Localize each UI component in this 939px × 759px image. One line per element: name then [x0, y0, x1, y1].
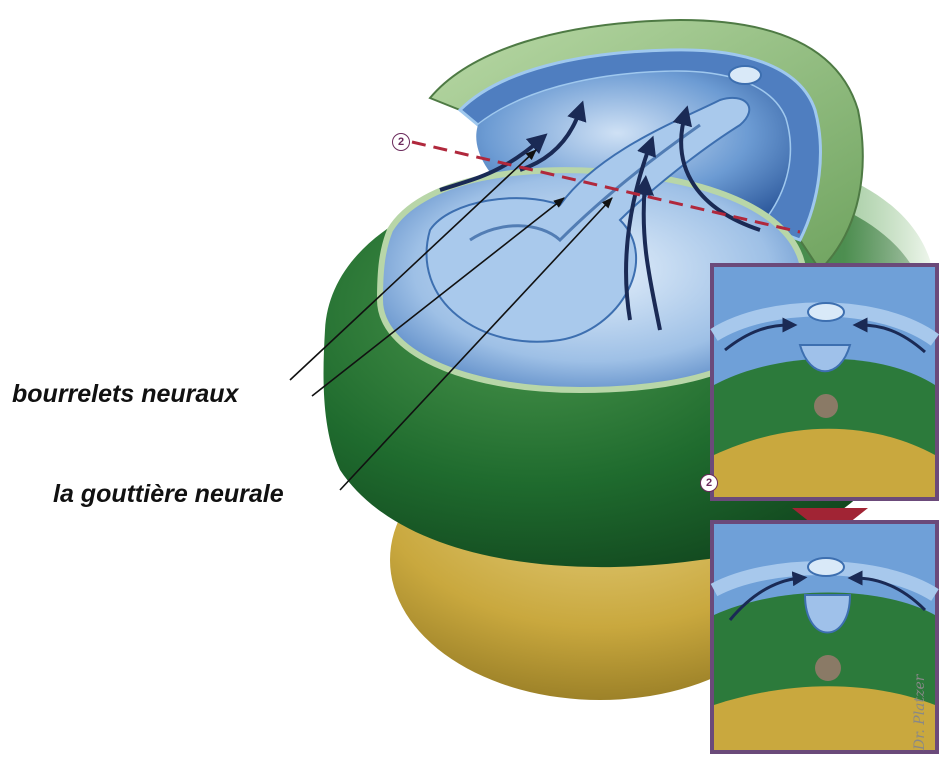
inset-notochord — [815, 655, 841, 681]
cross-section-inset-1 — [712, 265, 937, 499]
label-neural-folds: bourrelets neuraux — [12, 380, 238, 409]
inset-cavity — [808, 558, 844, 576]
section-marker-icon: 2 — [392, 133, 410, 151]
signature-icon: Dr. Platzer — [912, 640, 936, 750]
inset-endoderm — [714, 686, 935, 750]
label-neural-groove: la gouttière neurale — [53, 480, 284, 509]
inset-notochord — [814, 394, 838, 418]
cross-section-inset-2 — [712, 522, 937, 752]
section-marker-icon: 2 — [700, 474, 718, 492]
oropharyngeal-membrane — [729, 66, 761, 84]
inset-cavity — [808, 303, 844, 321]
